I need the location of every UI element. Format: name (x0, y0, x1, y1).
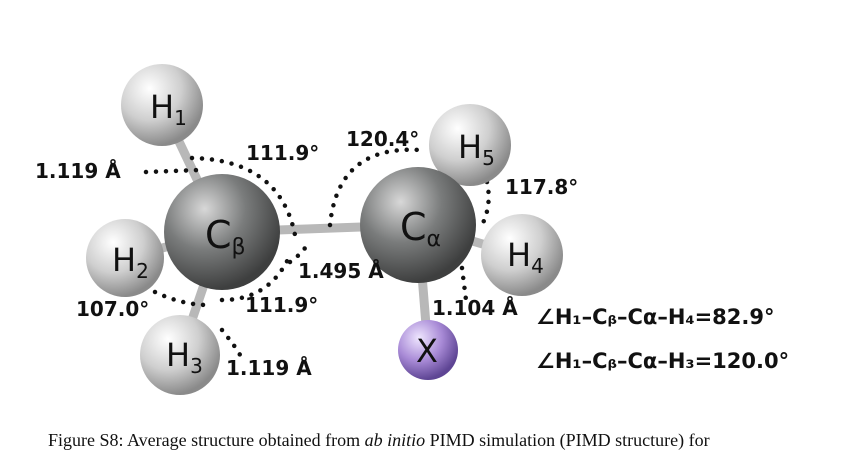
angle-h1-cb-ca-label: 111.9° (246, 141, 319, 165)
dihedral-h1-h3-label: ∠H₁–Cᵦ–Cα–H₃=120.0° (536, 349, 789, 373)
atom-h3: H3 (140, 315, 220, 395)
atom-cb: Cβ (164, 174, 280, 290)
atom-ca: Cα (360, 167, 476, 283)
atom-h4: H4 (481, 214, 563, 296)
dots-angle-h1-cb-ca (189, 155, 298, 238)
svg-text:H5: H5 (458, 128, 495, 170)
h1-symbol: H (150, 88, 174, 126)
cb-symbol: C (205, 213, 232, 257)
x-symbol: X (416, 332, 438, 370)
h3-symbol: H (166, 336, 190, 374)
caption-italic: ab initio (364, 430, 426, 450)
dots-angle-cb-bottom (219, 252, 293, 303)
atom-h1-sphere (121, 64, 203, 146)
atom-h5: H5 (429, 104, 511, 186)
bond-cb-h3-label: 1.119 Å (226, 356, 312, 380)
figure-caption: Figure S8: Average structure obtained fr… (48, 430, 848, 451)
dihedral-h1-h4-label: ∠H₁–Cᵦ–Cα–H₄=82.9° (536, 305, 775, 329)
atom-h2-sphere (86, 219, 164, 297)
h2-index: 2 (136, 259, 149, 283)
atom-h1: H1 (121, 64, 203, 146)
angle-h4-ca-h5-label: 117.8° (505, 175, 578, 199)
caption-suffix: PIMD simulation (PIMD structure) for (425, 430, 710, 450)
bond-ca-x-label: 1.104 Å (432, 296, 518, 320)
caption-prefix: Figure S8: Average structure obtained fr… (48, 430, 365, 450)
dots-angle-h2-cb-h3 (152, 289, 208, 308)
atom-h4-sphere (481, 214, 563, 296)
measurement-dots (143, 147, 491, 358)
svg-text:Cα: Cα (400, 205, 441, 252)
dots-bond-cb-ca (287, 245, 308, 265)
ca-symbol: C (400, 205, 427, 249)
angle-h2-cb-h3-label: 107.0° (76, 297, 149, 321)
svg-text:H3: H3 (166, 336, 203, 378)
h4-symbol: H (507, 236, 531, 274)
atom-ca-sphere (360, 167, 476, 283)
h5-index: 5 (482, 146, 495, 170)
atom-h2: H2 (86, 219, 164, 297)
h3-index: 3 (190, 354, 203, 378)
dots-bond-h1-cb (143, 167, 203, 175)
svg-text:H1: H1 (150, 88, 187, 130)
angle-cb-bottom-label: 111.9° (245, 293, 318, 317)
svg-text:Cβ: Cβ (205, 213, 246, 260)
ca-index: α (427, 227, 442, 252)
angle-ca-top-label: 120.4° (346, 127, 419, 151)
cb-index: β (232, 235, 246, 260)
h1-index: 1 (174, 106, 187, 130)
dots-angle-h4-ca-h5 (479, 179, 491, 228)
dots-bond-cb-h3 (219, 327, 243, 358)
svg-text:H4: H4 (507, 236, 544, 278)
atom-h3-sphere (140, 315, 220, 395)
bond-cb-ca-label: 1.495 Å (298, 259, 384, 283)
atom-x-sphere (398, 320, 458, 380)
h2-symbol: H (112, 241, 136, 279)
bond-h1-cb-label: 1.119 Å (35, 159, 121, 183)
h5-symbol: H (458, 128, 482, 166)
h4-index: 4 (531, 254, 544, 278)
atom-h5-sphere (429, 104, 511, 186)
atom-x: X (398, 320, 458, 380)
atom-cb-sphere (164, 174, 280, 290)
svg-text:H2: H2 (112, 241, 149, 283)
